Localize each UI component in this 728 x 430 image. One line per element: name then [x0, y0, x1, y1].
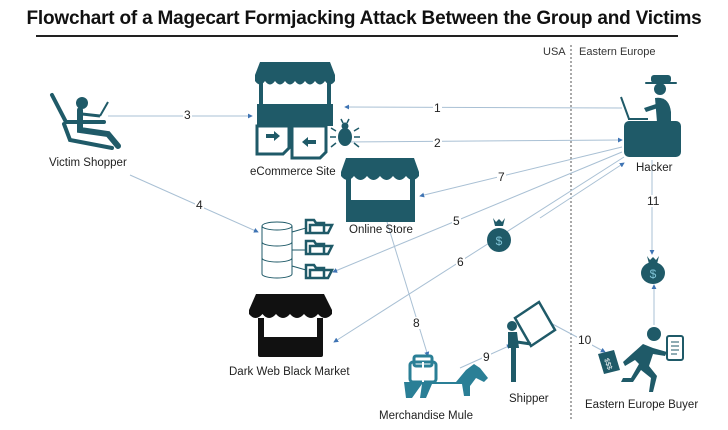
step-number-1: 1: [433, 101, 442, 115]
database-icon: [261, 221, 307, 279]
step-number-11: 11: [646, 194, 661, 208]
label-merchandise-mule: Merchandise Mule: [379, 410, 473, 422]
arrow-6: [333, 156, 625, 343]
money-bag-icon-eastern-europe: $: [641, 256, 665, 284]
eastern-europe-buyer-icon: $$$: [598, 327, 684, 392]
diagram-title: Flowchart of a Magecart Formjacking Atta…: [26, 8, 702, 29]
arrow-bag-to-hacker: [539, 162, 625, 219]
label-eastern-europe-buyer: Eastern Europe Buyer: [585, 399, 699, 411]
step-number-8: 8: [412, 316, 421, 330]
step-number-7: 7: [497, 170, 506, 184]
label-ecommerce-site: eCommerce Site: [250, 166, 336, 178]
folder-icons: [304, 218, 335, 280]
svg-text:$: $: [650, 267, 657, 281]
step-number-4: 4: [195, 198, 204, 212]
step-number-5: 5: [452, 214, 461, 228]
step-number-6: 6: [456, 255, 465, 269]
label-hacker: Hacker: [636, 162, 673, 174]
label-shipper: Shipper: [509, 393, 549, 405]
step-number-2: 2: [433, 136, 442, 150]
money-bag-icon: $: [487, 218, 511, 252]
arrow-7: [419, 146, 623, 198]
step-number-3: 3: [183, 108, 192, 122]
malware-bug-icon: [330, 118, 360, 148]
online-store-icon: [341, 158, 419, 222]
hacker-icon: [620, 75, 681, 157]
svg-text:$: $: [496, 234, 503, 248]
arrow-10: [544, 319, 606, 353]
dark-web-market-icon: [249, 294, 332, 357]
shipper-icon: [507, 300, 557, 382]
label-dark-web-market: Dark Web Black Market: [229, 366, 350, 378]
merchandise-mule-icon: [404, 354, 488, 398]
step-number-9: 9: [482, 350, 491, 364]
region-label-usa: USA: [543, 46, 566, 58]
victim-shopper-icon: [50, 93, 121, 150]
arrow-2: [339, 137, 623, 143]
ecommerce-site-icon: [255, 62, 335, 160]
arrow-8: [386, 221, 430, 357]
arrow-1: [344, 104, 623, 110]
title-underline: [36, 35, 678, 37]
label-online-store: Online Store: [349, 224, 413, 236]
svg-text:$$$: $$$: [602, 357, 613, 370]
region-label-eastern-europe: Eastern Europe: [579, 46, 656, 58]
label-victim-shopper: Victim Shopper: [49, 157, 127, 169]
arrow-4: [129, 174, 259, 233]
arrow-5: [332, 151, 623, 273]
step-number-10: 10: [577, 333, 593, 347]
